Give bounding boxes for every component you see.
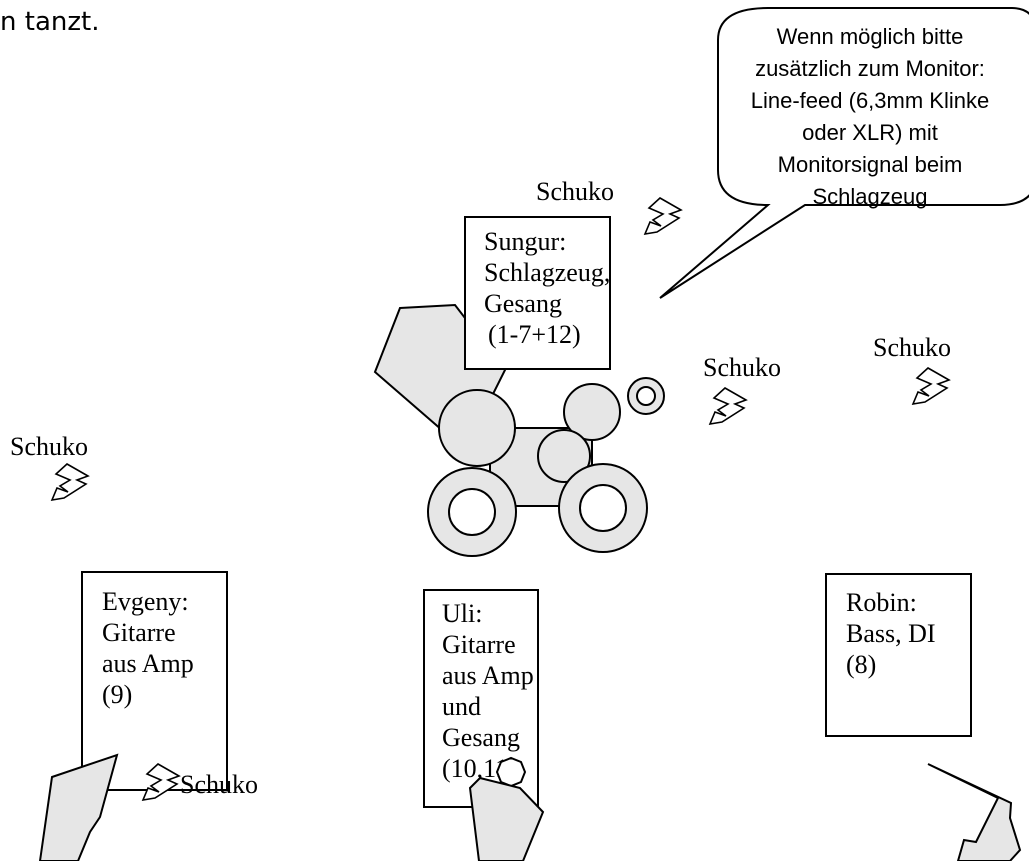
power-label: Schuko — [703, 353, 781, 382]
monitor-wedge-icon — [927, 763, 1022, 861]
monitor-wedge-icon — [38, 753, 119, 861]
musician-label-line: (1-7+12) — [488, 320, 581, 349]
musician-label-line: (8) — [846, 650, 876, 679]
power-label: Schuko — [10, 432, 88, 461]
callout-line: zusätzlich zum Monitor: — [755, 56, 985, 81]
drum-icon — [537, 429, 591, 483]
musician-box-robin: Robin: Bass, DI (8) — [825, 573, 972, 737]
musician-box-sungur: Sungur: Schlagzeug, Gesang (1-7+12) — [464, 216, 611, 370]
drum-kit — [373, 303, 665, 557]
musician-label-line: Robin: — [846, 588, 917, 617]
lightning-bolt-icon — [644, 197, 682, 235]
power-outlet: Schuko — [873, 333, 951, 405]
power-outlet: Schuko — [142, 763, 258, 801]
musician-label-line: Gesang — [484, 289, 562, 318]
callout-line: Wenn möglich bitte — [777, 24, 964, 49]
lightning-bolt-icon — [709, 387, 747, 425]
power-label: Schuko — [536, 177, 614, 206]
musician-label-line: aus Amp — [442, 661, 534, 690]
musician-label-line: Gitarre — [102, 618, 176, 647]
musician-box-evgeny: Evgeny: Gitarre aus Amp (9) — [81, 571, 228, 791]
power-label: Schuko — [180, 770, 258, 799]
power-outlet: Schuko — [10, 432, 89, 501]
musician-label-line: aus Amp — [102, 649, 194, 678]
power-label: Schuko — [873, 333, 951, 362]
musician-label-line: Gesang — [442, 723, 520, 752]
callout-line: oder XLR) mit — [802, 120, 938, 145]
musician-label-line: Schlagzeug, — [484, 258, 610, 287]
musician-label-line: (9) — [102, 680, 132, 709]
drum-icon — [438, 389, 516, 467]
musician-label-line: Uli: — [442, 599, 482, 628]
musician-label-line: Bass, DI — [846, 619, 936, 648]
monitor-wedge-icon — [468, 776, 545, 861]
drum-icon — [563, 383, 621, 441]
lightning-bolt-icon — [912, 367, 950, 405]
top-text-fragment: n tanzt. — [0, 7, 99, 37]
musician-label-line: Evgeny: — [102, 587, 189, 616]
lightning-bolt-icon — [51, 463, 89, 501]
power-outlet: Schuko — [703, 353, 781, 425]
musician-label-line: Sungur: — [484, 227, 566, 256]
callout-line: Schlagzeug — [813, 184, 928, 209]
di-box-icon — [495, 756, 527, 788]
musician-box-uli: Uli: Gitarre aus Amp und Gesang (10,11) — [423, 589, 539, 808]
cymbal-center — [448, 488, 496, 536]
cymbal-center — [636, 386, 656, 406]
power-outlet: Schuko — [536, 177, 682, 235]
callout-line: Line-feed (6,3mm Klinke — [751, 88, 989, 113]
musician-label-line: Gitarre — [442, 630, 516, 659]
callout-bubble: Wenn möglich bitte zusätzlich zum Monito… — [659, 7, 1029, 299]
musician-label-line: und — [442, 692, 481, 721]
cymbal-center — [579, 484, 627, 532]
callout-line: Monitorsignal beim — [778, 152, 963, 177]
